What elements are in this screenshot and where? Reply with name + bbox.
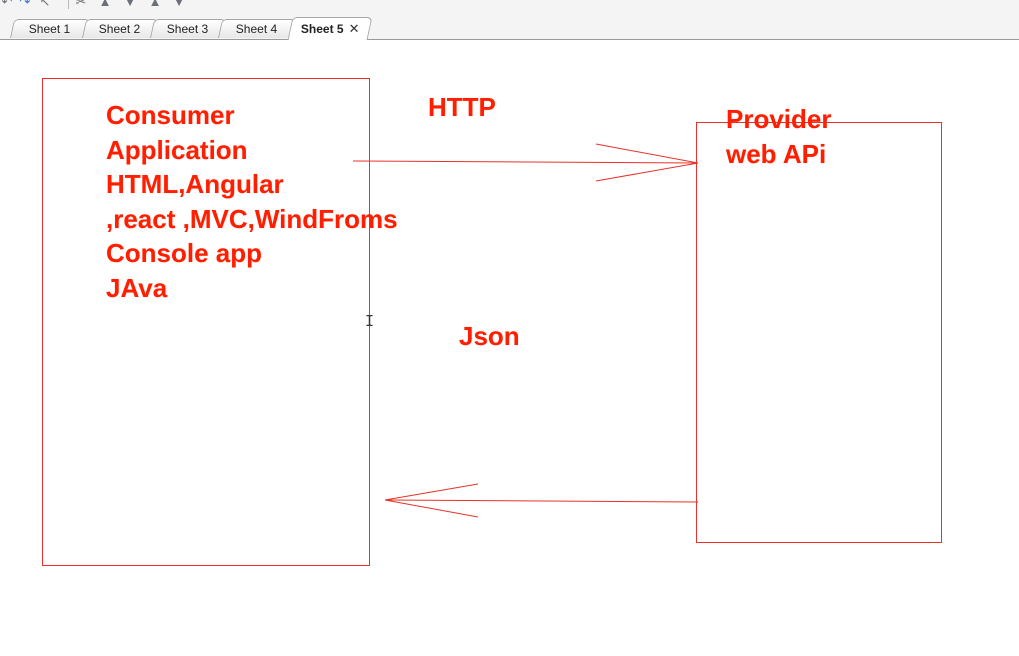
tab-sheet-5[interactable]: Sheet 5 ✕ bbox=[287, 17, 373, 40]
consumer-line-2: Application bbox=[106, 134, 248, 165]
consumer-line-3: HTML,Angular bbox=[106, 169, 284, 199]
request-arrow[interactable] bbox=[352, 143, 699, 182]
down-arrow-icon[interactable]: ▼ bbox=[123, 0, 137, 9]
tab-label: Sheet 2 bbox=[99, 22, 141, 36]
back-icon[interactable]: ↸ bbox=[39, 0, 51, 9]
toolbar: ↶ ↷ ↸ ✂ ▲ ▼ ▲ ▼ bbox=[0, 0, 1019, 10]
tab-label: Sheet 1 bbox=[29, 22, 71, 36]
redo-icon[interactable]: ↷ bbox=[19, 0, 31, 9]
sheet-tab-bar: Sheet 1 Sheet 2 Sheet 3 Sheet 4 Sheet 5 ✕ bbox=[0, 10, 1019, 40]
consumer-label[interactable]: Consumer Application HTML,Angular ,react… bbox=[106, 98, 398, 305]
consumer-line-4: ,react ,MVC,WindFroms bbox=[106, 203, 398, 234]
consumer-box[interactable] bbox=[42, 78, 370, 566]
response-arrow[interactable] bbox=[384, 483, 699, 518]
toolbar-separator bbox=[68, 0, 69, 9]
tab-sheet-3[interactable]: Sheet 3 bbox=[149, 19, 227, 38]
tab-sheet-1[interactable]: Sheet 1 bbox=[9, 19, 91, 38]
provider-label[interactable]: Provider web APi bbox=[726, 102, 832, 171]
provider-box[interactable] bbox=[696, 122, 942, 543]
close-icon[interactable]: ✕ bbox=[348, 21, 360, 36]
scissors-icon[interactable]: ✂ bbox=[75, 0, 87, 9]
consumer-line-1: Consumer bbox=[106, 100, 235, 130]
tab-sheet-2[interactable]: Sheet 2 bbox=[81, 19, 159, 38]
move-down-icon[interactable]: ▼ bbox=[172, 0, 186, 9]
tab-label: Sheet 5 bbox=[300, 22, 344, 36]
drawing-canvas[interactable]: Consumer Application HTML,Angular ,react… bbox=[0, 40, 1019, 656]
tab-label: Sheet 3 bbox=[167, 22, 209, 36]
provider-line-2: web APi bbox=[726, 138, 827, 169]
move-up-icon[interactable]: ▲ bbox=[148, 0, 162, 9]
consumer-line-6: JAva bbox=[106, 272, 168, 303]
consumer-line-5: Console app bbox=[106, 238, 263, 268]
drawing-layer bbox=[42, 78, 942, 566]
text-cursor-icon: I bbox=[365, 312, 375, 330]
provider-line-1: Provider bbox=[726, 104, 832, 134]
http-label[interactable]: HTTP bbox=[428, 92, 496, 122]
undo-icon[interactable]: ↶ bbox=[1, 0, 13, 9]
json-label[interactable]: Json bbox=[459, 321, 520, 351]
up-arrow-icon[interactable]: ▲ bbox=[98, 0, 112, 9]
tab-label: Sheet 4 bbox=[236, 22, 278, 36]
tab-sheet-4[interactable]: Sheet 4 bbox=[217, 19, 297, 38]
